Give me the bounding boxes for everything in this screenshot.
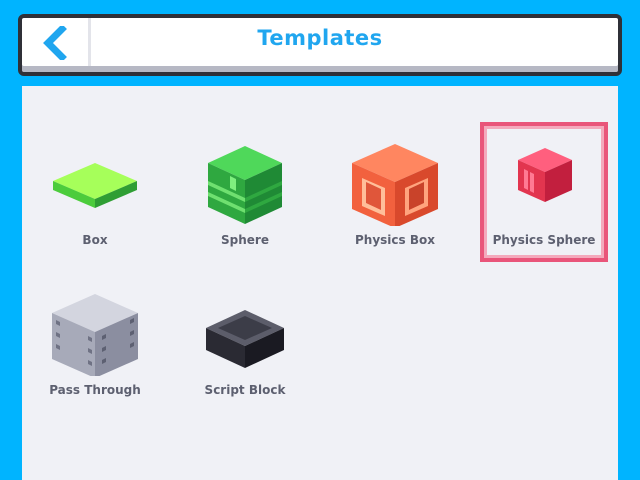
template-sphere[interactable]: Sphere [180,124,310,264]
flat-block-icon [53,163,137,208]
template-script-block[interactable]: Script Block [180,274,310,414]
template-label: Physics Sphere [492,233,596,247]
template-label: Script Block [204,383,286,397]
page-title: Templates [257,26,383,50]
gray-cube-icon [52,294,138,376]
striped-cube-icon [208,146,282,224]
template-pass-through[interactable]: Pass Through [30,274,160,414]
template-physics-sphere[interactable]: Physics Sphere [480,122,608,262]
dark-block-icon [206,310,284,368]
back-button[interactable] [26,18,91,66]
chevron-left-icon [43,26,67,60]
template-label: Box [82,233,108,247]
content-panel [22,86,618,480]
template-label: Pass Through [49,383,141,397]
header-bar: Templates [18,14,622,76]
template-physics-box[interactable]: Physics Box [330,124,460,264]
frame-cube-icon [352,144,438,226]
template-label: Physics Box [355,233,435,247]
small-cube-icon [518,148,572,202]
template-label: Sphere [221,233,269,247]
template-box[interactable]: Box [30,124,160,264]
